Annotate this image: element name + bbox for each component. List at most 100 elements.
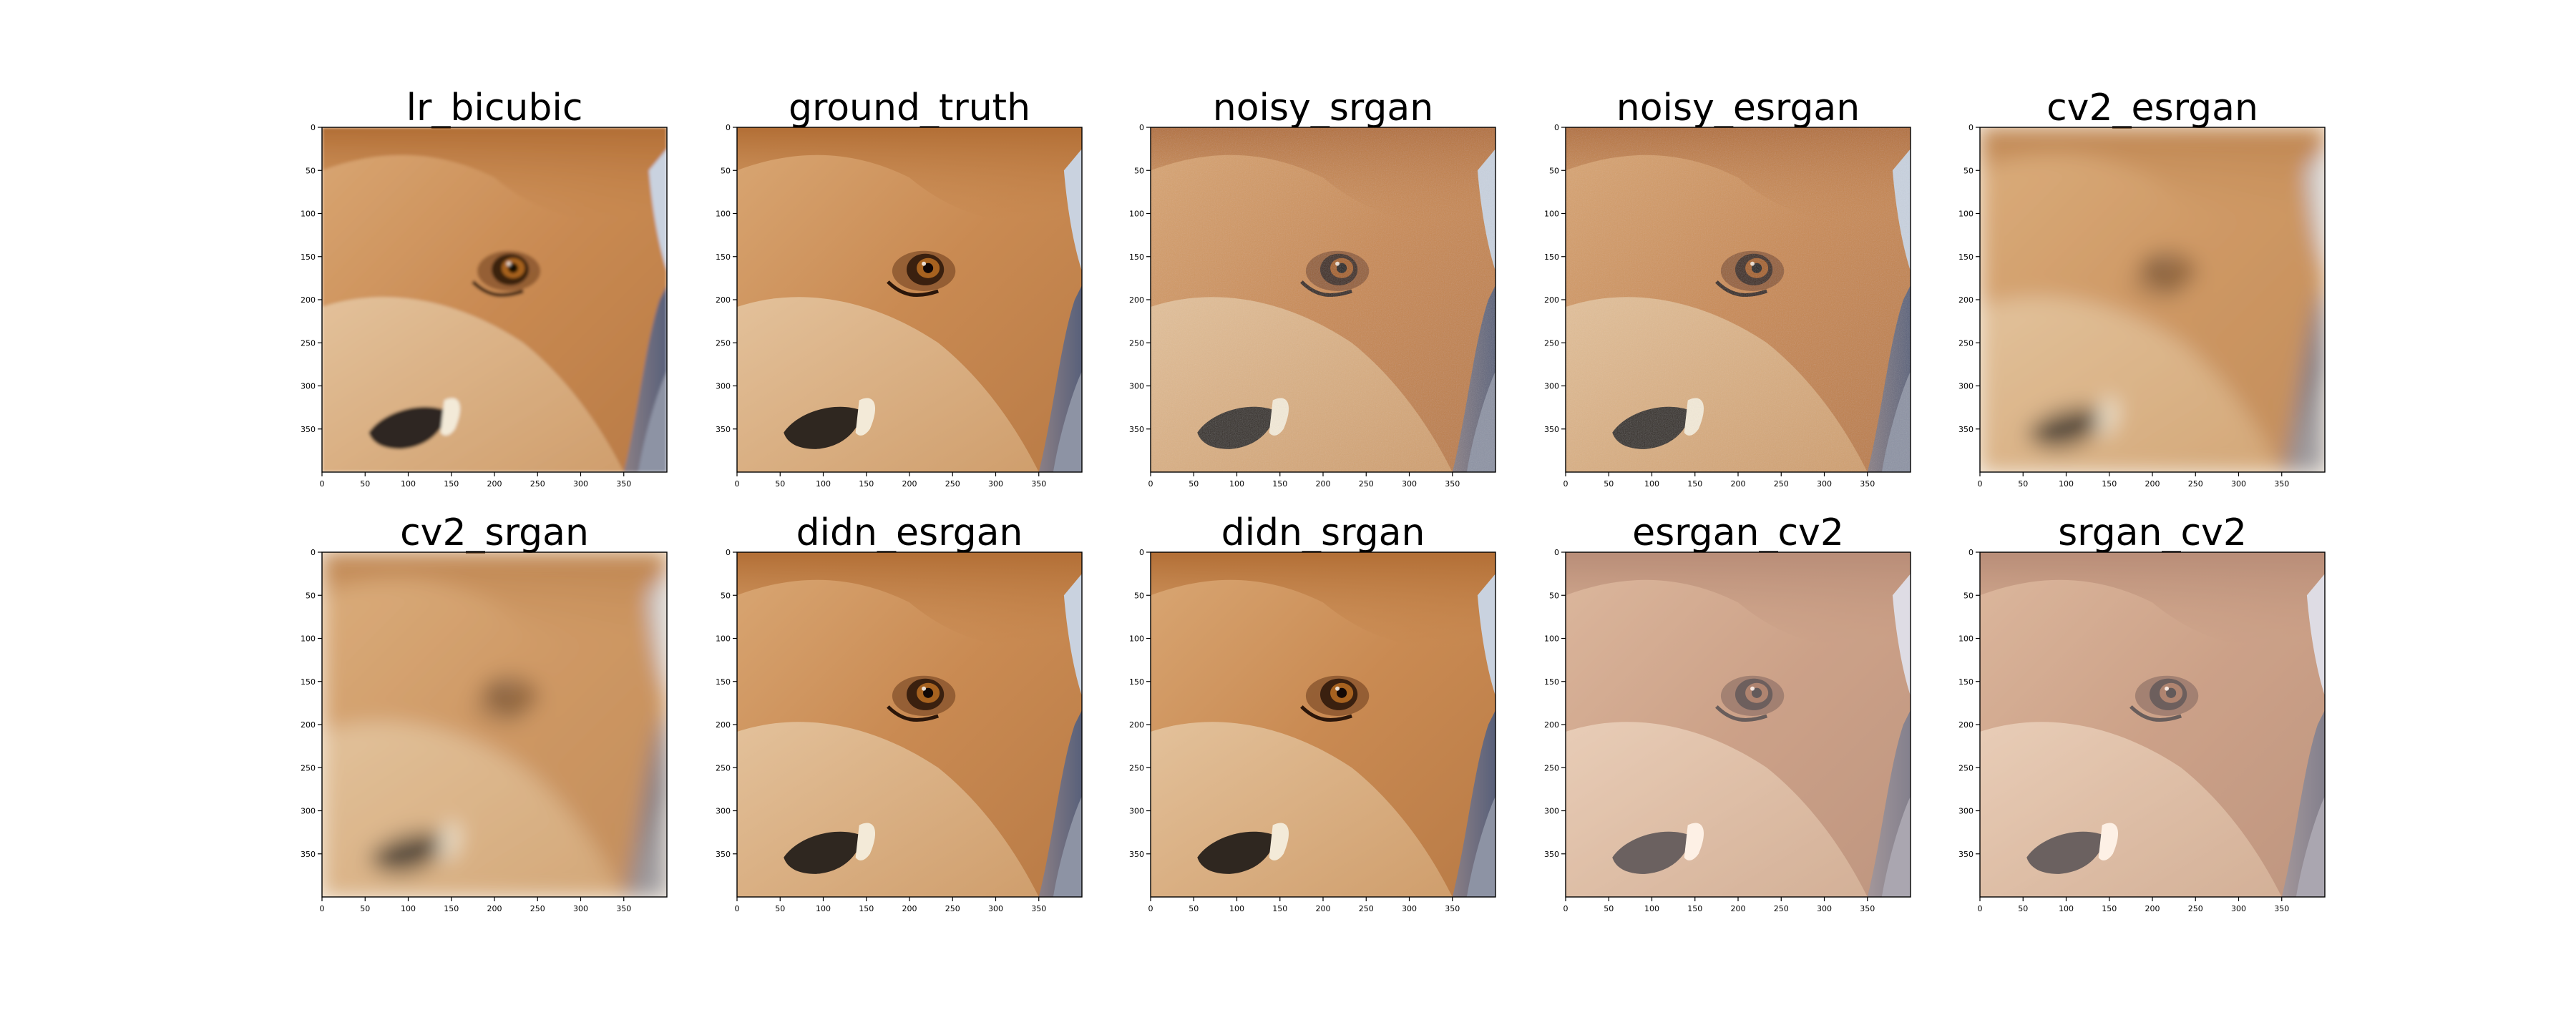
y-tick-label: 150 xyxy=(1129,677,1144,687)
x-tick-label: 50 xyxy=(1604,904,1614,913)
y-tick-label: 0 xyxy=(1139,548,1144,557)
x-tick-label: 350 xyxy=(1860,479,1875,489)
y-tick-label: 350 xyxy=(1958,850,1974,859)
y-tick-label: 150 xyxy=(301,677,316,687)
y-tick-label: 100 xyxy=(1958,634,1974,644)
y-tick-label: 250 xyxy=(1129,338,1144,348)
x-tick-label: 50 xyxy=(1604,479,1614,489)
x-tick-label: 100 xyxy=(2059,479,2074,489)
x-tick-label: 350 xyxy=(2274,479,2289,489)
y-tick-label: 200 xyxy=(1958,295,1974,305)
y-tick-label: 150 xyxy=(1544,677,1559,687)
y-tick-label: 300 xyxy=(1958,382,1974,391)
fox-image xyxy=(1980,127,2325,472)
y-tick-label: 350 xyxy=(716,850,731,859)
y-tick-label: 300 xyxy=(716,382,731,391)
x-tick-label: 300 xyxy=(2231,479,2246,489)
x-tick-label: 150 xyxy=(859,904,874,913)
x-tick-label: 350 xyxy=(1031,904,1046,913)
y-tick-label: 200 xyxy=(1544,295,1559,305)
x-tick-label: 150 xyxy=(444,904,459,913)
y-tick-label: 50 xyxy=(1134,166,1144,175)
panel-title: lr_bicubic xyxy=(406,87,583,129)
y-tick-label: 50 xyxy=(721,166,731,175)
x-tick-label: 0 xyxy=(320,479,325,489)
y-tick-label: 0 xyxy=(726,123,731,132)
y-tick-label: 50 xyxy=(1963,166,1974,175)
x-tick-label: 150 xyxy=(1272,479,1287,489)
x-tick-label: 100 xyxy=(2059,904,2074,913)
x-tick-label: 200 xyxy=(487,904,502,913)
x-tick-label: 250 xyxy=(1359,904,1374,913)
y-tick-label: 100 xyxy=(301,634,316,644)
x-tick-label: 150 xyxy=(1272,904,1287,913)
y-tick-label: 200 xyxy=(1958,720,1974,730)
x-tick-label: 300 xyxy=(573,904,588,913)
fox-image xyxy=(1566,127,1911,472)
y-tick-label: 350 xyxy=(1544,850,1559,859)
y-tick-label: 350 xyxy=(716,425,731,434)
x-tick-label: 0 xyxy=(1148,904,1153,913)
y-tick-label: 100 xyxy=(1544,634,1559,644)
panel-title: ground_truth xyxy=(789,87,1030,129)
x-tick-label: 0 xyxy=(1563,479,1568,489)
x-tick-label: 350 xyxy=(1860,904,1875,913)
fox-image xyxy=(1151,127,1496,472)
y-tick-label: 350 xyxy=(1129,850,1144,859)
y-tick-label: 100 xyxy=(1958,210,1974,219)
x-tick-label: 200 xyxy=(2145,479,2160,489)
x-tick-label: 150 xyxy=(1687,904,1702,913)
y-tick-label: 0 xyxy=(311,123,316,132)
x-tick-label: 100 xyxy=(1229,479,1244,489)
y-tick-label: 0 xyxy=(1139,123,1144,132)
y-tick-label: 250 xyxy=(1958,338,1974,348)
y-tick-label: 0 xyxy=(311,548,316,557)
y-tick-label: 0 xyxy=(1968,123,1974,132)
x-tick-label: 300 xyxy=(1402,479,1417,489)
y-tick-label: 300 xyxy=(1129,807,1144,816)
x-tick-label: 300 xyxy=(1402,904,1417,913)
y-tick-label: 200 xyxy=(1129,295,1144,305)
y-tick-label: 250 xyxy=(1129,763,1144,772)
x-tick-label: 50 xyxy=(360,479,370,489)
y-tick-label: 50 xyxy=(1549,591,1559,600)
y-tick-label: 350 xyxy=(1129,425,1144,434)
y-tick-label: 150 xyxy=(716,677,731,687)
x-tick-label: 300 xyxy=(1817,479,1832,489)
y-tick-label: 150 xyxy=(301,252,316,262)
panel-title: srgan_cv2 xyxy=(2058,511,2247,554)
fox-image xyxy=(737,127,1082,472)
x-tick-label: 0 xyxy=(1563,904,1568,913)
x-tick-label: 200 xyxy=(1316,479,1331,489)
x-tick-label: 50 xyxy=(1189,479,1199,489)
y-tick-label: 150 xyxy=(1958,252,1974,262)
x-tick-label: 300 xyxy=(1817,904,1832,913)
x-tick-label: 0 xyxy=(735,904,740,913)
y-tick-label: 100 xyxy=(301,210,316,219)
x-tick-label: 100 xyxy=(1229,904,1244,913)
panel-title: didn_esrgan xyxy=(796,511,1023,554)
panel-title: noisy_srgan xyxy=(1213,87,1433,129)
y-tick-label: 250 xyxy=(301,763,316,772)
x-tick-label: 250 xyxy=(1359,479,1374,489)
y-tick-label: 150 xyxy=(1958,677,1974,687)
y-tick-label: 200 xyxy=(1129,720,1144,730)
x-tick-label: 100 xyxy=(1644,904,1659,913)
y-tick-label: 350 xyxy=(1544,425,1559,434)
y-tick-label: 100 xyxy=(1129,210,1144,219)
y-tick-label: 300 xyxy=(1129,382,1144,391)
panel-title: cv2_srgan xyxy=(400,511,589,554)
y-tick-label: 300 xyxy=(716,807,731,816)
y-tick-label: 100 xyxy=(716,210,731,219)
x-tick-label: 0 xyxy=(1148,479,1153,489)
x-tick-label: 200 xyxy=(487,479,502,489)
y-tick-label: 200 xyxy=(716,295,731,305)
y-tick-label: 350 xyxy=(301,425,316,434)
y-tick-label: 250 xyxy=(301,338,316,348)
x-tick-label: 150 xyxy=(1687,479,1702,489)
